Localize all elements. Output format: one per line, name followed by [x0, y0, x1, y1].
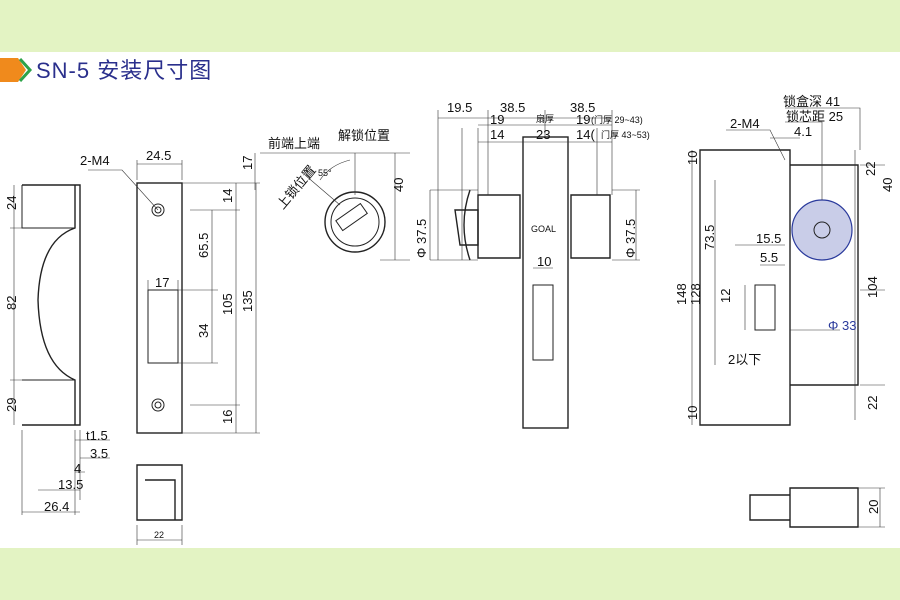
dim-t1.5: t1.5 [86, 428, 108, 443]
angle-55: 55° [318, 168, 332, 178]
dim-13.5: 13.5 [58, 477, 83, 492]
top-band [0, 0, 900, 52]
dim-135: 135 [240, 290, 255, 312]
dim-17: 17 [155, 275, 169, 290]
dim-14-left: 14 [490, 127, 504, 142]
dim-24: 24 [4, 196, 19, 210]
dim-phi-37.5-right: Φ 37.5 [623, 219, 638, 258]
dim-40-right: 40 [880, 178, 895, 192]
strike-plate-view: 2-M4 24.5 14 65.5 105 135 17 34 16 22 [80, 148, 260, 545]
dim-38.5-left: 38.5 [500, 100, 525, 115]
dim-19.5: 19.5 [447, 100, 472, 115]
dim-14-right: 14( [576, 127, 595, 142]
brand-logo: GOAL [531, 224, 556, 234]
dim-10: 10 [537, 254, 551, 269]
dim-4.1: 4.1 [794, 124, 812, 139]
dim-23: 23 [536, 127, 550, 142]
dim-148: 148 [674, 283, 689, 305]
backset-label: 锁芯距 25 [786, 109, 843, 124]
door-range-2: 门厚 43~53) [601, 129, 650, 140]
dim-105: 105 [220, 293, 235, 315]
dim-128: 128 [688, 283, 703, 305]
dim-73.5: 73.5 [702, 225, 717, 250]
m4-label: 2-M4 [80, 153, 110, 168]
front-top-label: 前端上端 [268, 136, 320, 151]
dim-24.5: 24.5 [146, 148, 171, 163]
thumb-turn-view: 前端上端 17 解锁位置 上锁位置 55° 40 [240, 128, 410, 261]
page-title: SN-5 安装尺寸图 [36, 58, 213, 83]
door-thickness-label: 扇厚 [536, 113, 554, 124]
dim-40-thumb: 40 [391, 178, 406, 192]
dim-26.4: 26.4 [44, 499, 69, 514]
dim-5.5: 5.5 [760, 250, 778, 265]
max-2-label: 2以下 [728, 352, 761, 367]
section-view: 19.5 38.5 38.5 19 扇厚 19 (门厚 29~43) 14 23… [414, 100, 650, 429]
dim-38.5-right: 38.5 [570, 100, 595, 115]
dim-34: 34 [196, 324, 211, 338]
lock-body-view: 锁盒深 41 锁芯距 25 2-M4 4.1 10 22 40 73.5 15.… [674, 94, 895, 528]
m4-label-right: 2-M4 [730, 116, 760, 131]
dim-10-bottom: 10 [685, 406, 700, 420]
dim-19-left: 19 [490, 112, 504, 127]
side-view: 24 82 29 t1.5 3.5 4 13.5 26.4 [4, 184, 110, 515]
dim-14: 14 [220, 189, 235, 203]
section-arrow-icon [0, 58, 33, 82]
dim-phi-37.5-left: Φ 37.5 [414, 219, 429, 258]
dim-20: 20 [866, 500, 881, 514]
door-range-1: (门厚 29~43) [591, 114, 643, 125]
dim-15.5: 15.5 [756, 231, 781, 246]
dim-4: 4 [74, 461, 81, 476]
unlock-position-label: 解锁位置 [338, 128, 390, 143]
dim-82: 82 [4, 296, 19, 310]
dim-22-top: 22 [863, 162, 878, 176]
lock-depth-label: 锁盒深 41 [783, 94, 840, 109]
dim-22: 22 [154, 530, 164, 540]
dim-12: 12 [718, 289, 733, 303]
dim-104: 104 [865, 276, 880, 298]
dim-19-right: 19 [576, 112, 590, 127]
dim-phi-33: Φ 33 [828, 318, 856, 333]
dim-10-top: 10 [685, 151, 700, 165]
dim-65.5: 65.5 [196, 233, 211, 258]
lock-position-label: 上锁位置 [274, 162, 319, 211]
dim-17-thumb: 17 [240, 156, 255, 170]
dim-29: 29 [4, 398, 19, 412]
dim-22-bottom: 22 [865, 396, 880, 410]
dim-16: 16 [220, 410, 235, 424]
bottom-band [0, 548, 900, 600]
dim-3.5: 3.5 [90, 446, 108, 461]
